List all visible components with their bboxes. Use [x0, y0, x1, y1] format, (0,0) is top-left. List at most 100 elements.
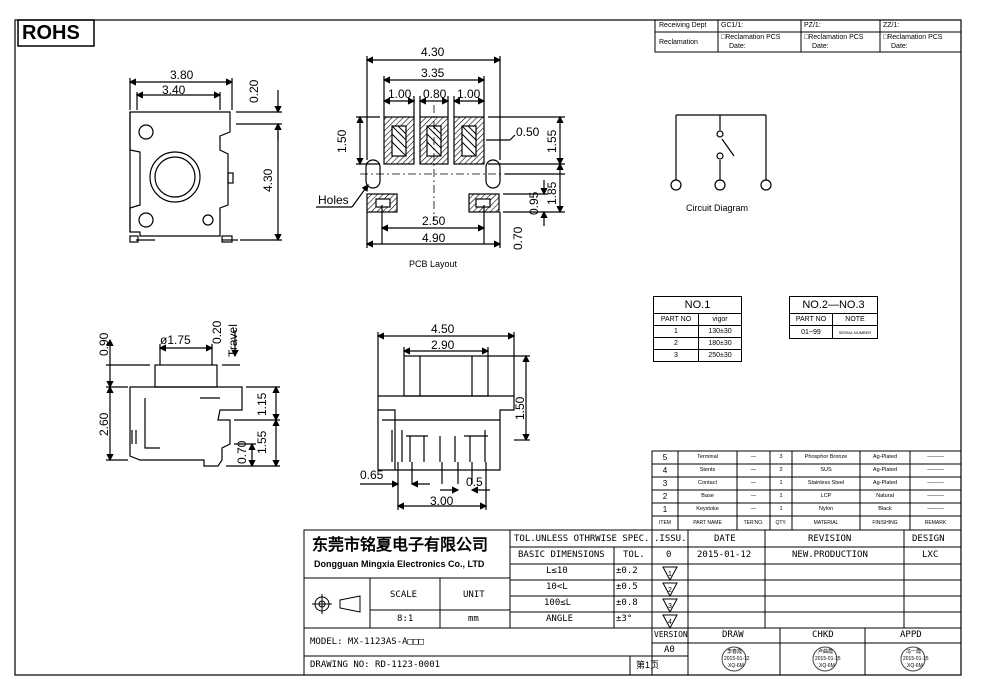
unit-label: UNIT: [463, 590, 485, 600]
bom-cell: 1: [779, 493, 783, 499]
pcb-dim-155: 1.55: [545, 129, 559, 153]
pz-label: PZ/1:: [804, 22, 821, 29]
bom-header: ITEM: [659, 520, 671, 526]
receiving-dept-label: Receiving Dept: [659, 22, 707, 29]
no1-r0c1: 130±30: [698, 325, 742, 338]
stamp-3-dept: XQ-6M: [907, 663, 923, 669]
stamp-2-dept: XQ-6M: [819, 663, 835, 669]
circuit-diagram: [670, 114, 772, 191]
bom-cell: 3: [662, 479, 668, 488]
holes-label: Holes: [318, 193, 349, 207]
stamp-1-name: 李春霞: [727, 649, 743, 655]
pcb-dim-335: 3.35: [421, 66, 445, 80]
bom-cell: Black: [878, 506, 892, 512]
side-dim-260: 2.60: [97, 412, 111, 436]
bom-header: REMARK: [924, 520, 947, 526]
pcb-dim-070: 0.70: [511, 226, 525, 250]
bom-cell: Nylon: [818, 506, 834, 512]
stamp-3-date: 2015-01-15: [903, 656, 929, 662]
pcb-dim-250: 2.50: [422, 214, 446, 228]
date-value: 2015-01-12: [697, 550, 752, 560]
version-label: VERSION: [654, 630, 688, 639]
design-value: LXC: [922, 550, 939, 560]
scale-value: 8:1: [397, 614, 414, 624]
no1-r0c0: 1: [653, 325, 699, 338]
front-dim-150: 1.50: [513, 396, 527, 420]
reclamation-pcs-2: □Reclamation PCS: [804, 34, 864, 41]
pcb-dim-490: 4.90: [422, 231, 446, 245]
bom-cell: LCP: [820, 493, 832, 499]
rev-tri-3: 3: [668, 603, 672, 610]
date-label: DATE: [714, 534, 736, 544]
bom-cell: —: [750, 506, 757, 512]
reclamation-label: Reclamation: [659, 39, 698, 46]
bom-cell: Contact: [698, 480, 717, 486]
pcb-layout-caption: PCB Layout: [409, 259, 458, 269]
bom-cell: ———: [927, 493, 944, 499]
bom-cell: ———: [927, 454, 944, 460]
tol-r2-val: ±0.8: [616, 598, 638, 608]
revision-label: REVISION: [808, 534, 852, 544]
side-dim-090: 0.90: [97, 332, 111, 356]
side-dim-070: 0.70: [235, 440, 249, 464]
bom-cell: Terminal: [697, 454, 718, 460]
no23-h0: PART NO: [789, 313, 833, 326]
reclamation-pcs-1: □Reclamation PCS: [721, 34, 781, 41]
company-name-en: Dongguan Mingxia Electronics Co., LTD: [314, 559, 485, 569]
company-name-cn: 东莞市铭夏电子有限公司: [312, 537, 489, 554]
side-dim-175: ø1.75: [160, 333, 191, 347]
pcb-dim-150: 1.50: [335, 129, 349, 153]
scale-label: SCALE: [390, 590, 418, 600]
issu-value: 0: [666, 550, 672, 560]
header-table: [654, 19, 962, 53]
bom-cell: 1: [779, 506, 783, 512]
date-1: Date:: [729, 43, 746, 50]
tol-r0-range: L≤10: [546, 566, 568, 576]
front-dim-05: 0.5: [466, 475, 483, 489]
side-dim-020: 0.20: [210, 320, 224, 344]
no1-h0: PART NO: [653, 313, 699, 326]
tol-r1-val: ±0.5: [616, 582, 638, 592]
bom-cell: Ag-Plated: [872, 454, 898, 460]
page-number: 第1页: [636, 660, 660, 670]
bom-cell: ———: [927, 480, 944, 486]
no1-r1c0: 2: [653, 337, 699, 350]
projection-symbol-icon: [312, 594, 361, 614]
bom-header: QTY.: [775, 520, 787, 526]
no1-r1c1: 180±30: [698, 337, 742, 350]
pcb-layout: [316, 56, 565, 248]
bom-header: FINISHING: [872, 520, 898, 526]
bom-cell: ———: [927, 467, 944, 473]
no23-r0c0: 01~99: [789, 325, 833, 339]
bom-cell: —: [750, 467, 757, 473]
tol-label: TOL.: [623, 550, 645, 560]
gc-label: GC1/1:: [721, 22, 744, 29]
design-label: DESIGN: [912, 534, 945, 544]
front-dim-450: 4.50: [431, 322, 455, 336]
stamp-2-date: 2015-01-15: [815, 656, 841, 662]
no1-h1: vigor: [698, 313, 742, 326]
rev-tri-2: 2: [668, 587, 672, 594]
tol-r3-range: ANGLE: [546, 614, 574, 624]
model-label: MODEL: MX-1123AS-A□□□: [310, 637, 424, 647]
basic-dims: BASIC DIMENSIONS: [518, 550, 605, 560]
bom-cell: 2: [779, 467, 783, 473]
bom-cell: 2: [662, 492, 668, 501]
revision-value: NEW.PRODUCTION: [792, 550, 868, 560]
bom-header: MATERIAL: [813, 520, 839, 526]
tol-r1-range: 10<L: [546, 582, 568, 592]
circuit-diagram-caption: Circuit Diagram: [686, 203, 749, 213]
no1-title: NO.1: [653, 296, 742, 314]
no23-h1: NOTE: [832, 313, 878, 326]
no1-r2c0: 3: [653, 349, 699, 362]
title-block-lines: [303, 529, 962, 676]
tol-r3-val: ±3°: [616, 614, 633, 624]
stamp-1-dept: XQ-6M: [728, 663, 744, 669]
dim-380: 3.80: [170, 68, 194, 82]
bom-cell: SUS: [820, 467, 832, 473]
side-view: [106, 330, 280, 468]
